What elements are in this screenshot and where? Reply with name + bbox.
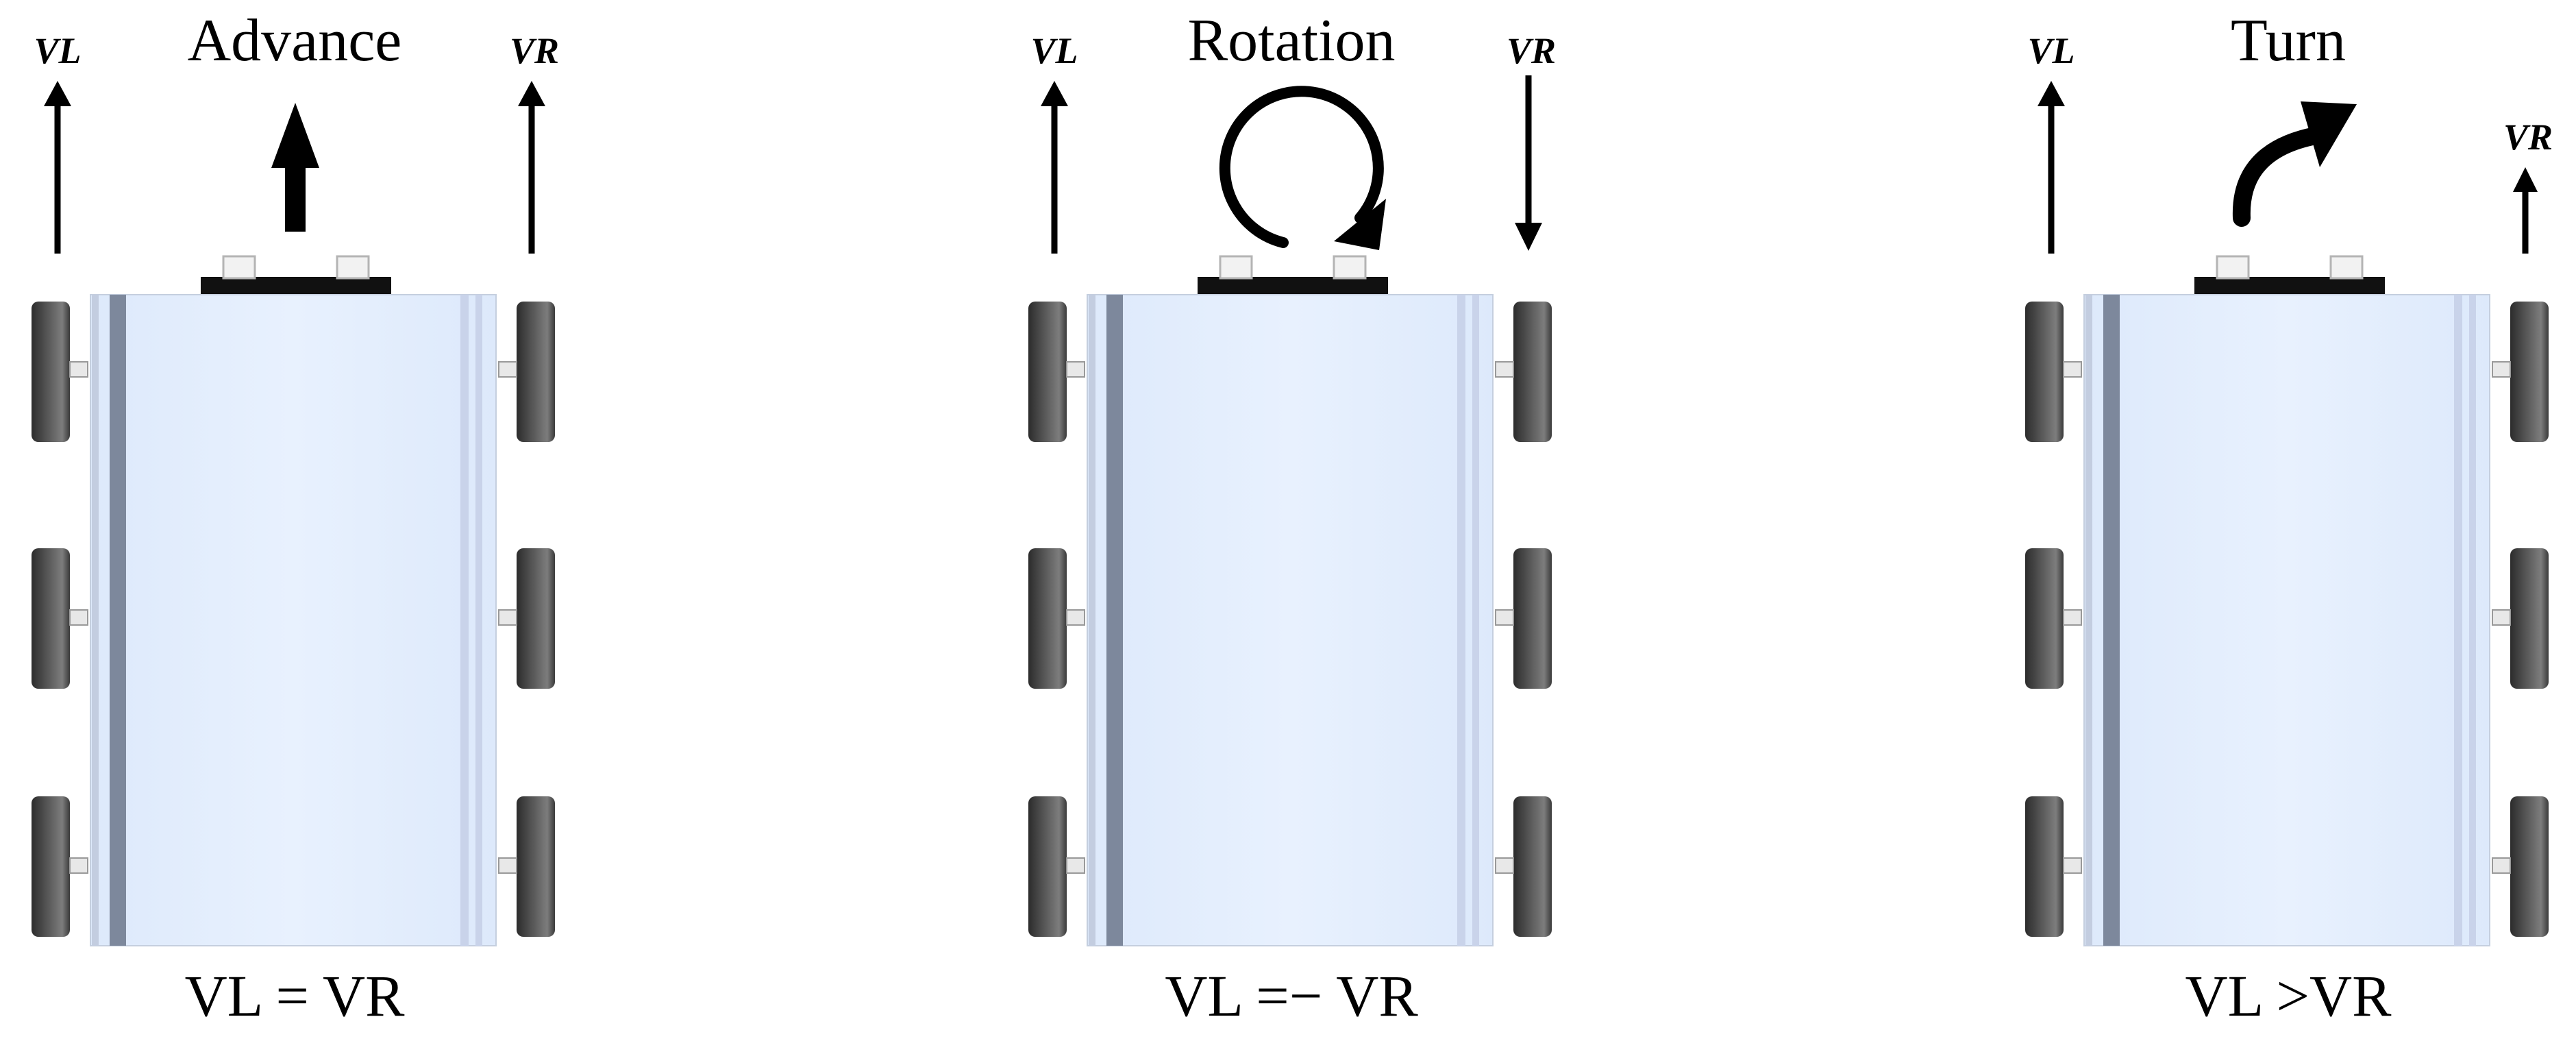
panel-title: Advance — [188, 8, 402, 74]
left-wheels — [1028, 302, 1085, 937]
robot-top-view — [2025, 255, 2549, 946]
right-wheels — [2492, 302, 2549, 937]
front-sensor-bar — [2194, 277, 2385, 295]
advance-arrow-icon — [271, 103, 319, 232]
left-velocity-label: VL — [34, 30, 81, 71]
chassis-body — [2083, 294, 2490, 946]
panel-turn: Turn VL VR — [2025, 8, 2553, 1029]
velocity-formula: VL >VR — [2185, 963, 2392, 1029]
panel-rotation: Rotation VL VR — [1028, 8, 1556, 1029]
turn-arrow-icon — [2232, 101, 2357, 227]
left-velocity-arrow — [2038, 81, 2065, 254]
right-wheels — [1495, 302, 1552, 937]
rotation-arrow-icon — [1219, 86, 1386, 250]
right-velocity-arrow — [1515, 75, 1542, 251]
panel-title: Rotation — [1187, 8, 1395, 74]
panel-title: Turn — [2231, 8, 2346, 74]
velocity-formula: VL = VR — [185, 963, 406, 1029]
left-velocity-arrow — [1041, 81, 1068, 254]
chassis-body — [1087, 294, 1494, 946]
front-sensor-bar — [1198, 277, 1388, 295]
robot-top-view — [32, 255, 555, 946]
left-velocity-label: VL — [1030, 30, 1078, 71]
right-velocity-arrow — [2513, 167, 2538, 254]
right-velocity-label: VR — [510, 30, 559, 71]
front-sensor-bar — [201, 277, 391, 295]
left-wheels — [32, 302, 88, 937]
panel-advance: Advance VL VR — [32, 8, 559, 1029]
right-velocity-label: VR — [1507, 30, 1556, 71]
left-wheels — [2025, 302, 2082, 937]
right-velocity-label: VR — [2503, 117, 2553, 158]
velocity-formula: VL =− VR — [1165, 963, 1418, 1029]
left-velocity-arrow — [44, 81, 71, 254]
right-wheels — [498, 302, 555, 937]
chassis-body — [90, 294, 497, 946]
left-velocity-label: VL — [2027, 30, 2075, 71]
right-velocity-arrow — [518, 81, 545, 254]
robot-top-view — [1028, 255, 1552, 946]
